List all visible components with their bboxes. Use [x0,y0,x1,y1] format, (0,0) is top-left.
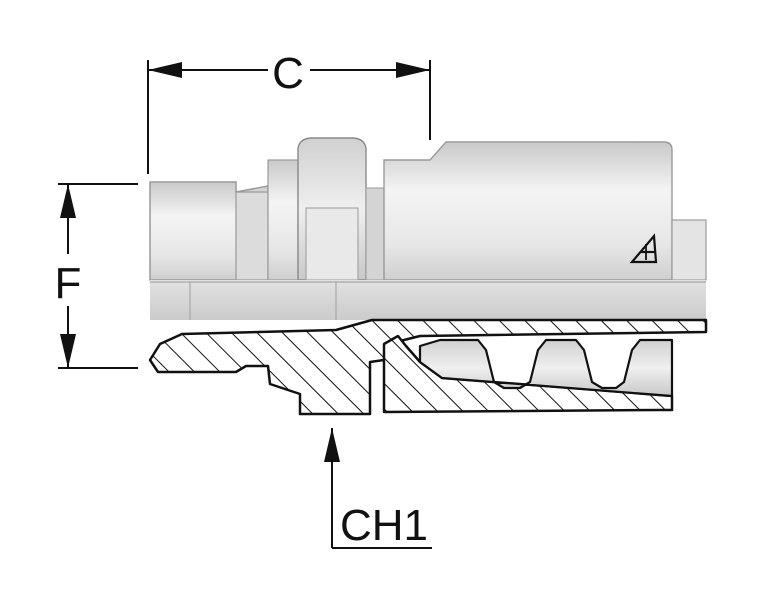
hex-nut-face [305,207,359,281]
dimension-label-c: C [272,49,304,98]
dimension-label-ch1: CH1 [340,501,428,550]
gap-ring [365,187,385,281]
nipple-neck [235,191,269,281]
bore-band [150,280,706,320]
dimension-ch1: CH1 [324,428,432,550]
collar [267,159,299,281]
ferrule-teeth [418,338,674,398]
dimension-c: C [147,49,431,174]
nipple-section [148,318,708,416]
ferrule [383,141,673,281]
dimension-f: F [55,183,138,369]
hose-tail [671,219,707,281]
brand-logo-icon [629,233,658,264]
dimension-label-f: F [55,259,82,308]
fitting-exterior [149,137,707,320]
